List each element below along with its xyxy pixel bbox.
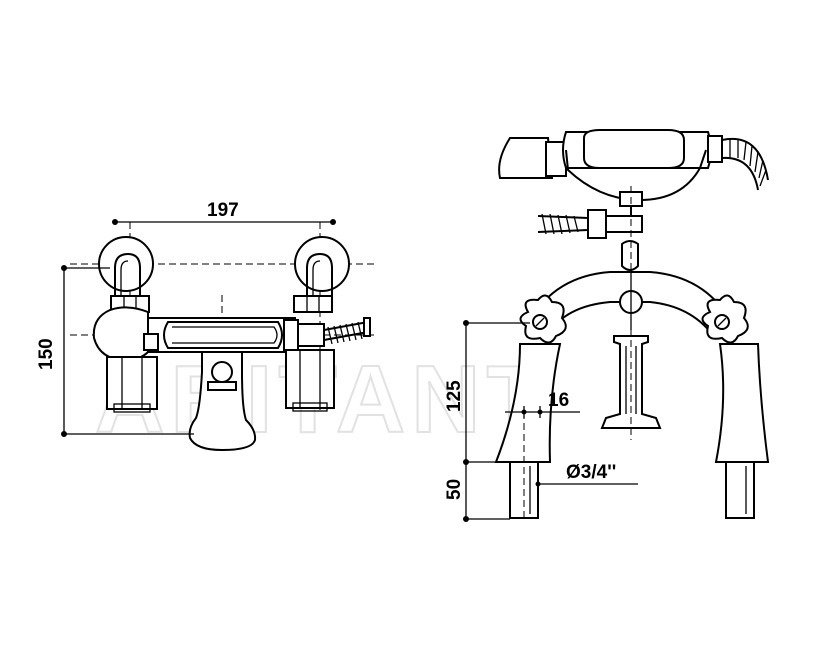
dimension-150-label: 150 [36,338,57,370]
diameter-label: Ø3/4'' [566,462,616,483]
left-valve-handle [519,294,567,344]
diverter-handle [163,321,283,349]
dimension-125-50: 125 50 [444,320,530,522]
dimension-125-label: 125 [444,380,465,412]
left-upper-cap [98,236,154,296]
dimension-197: 197 [112,200,336,225]
right-upper-cap [294,236,350,296]
right-foot-pipe [725,461,755,519]
side-hose [537,209,643,239]
centre-column [600,335,662,429]
diverter-lever [621,240,639,271]
right-valve-handle [701,294,749,344]
right-leg [285,349,335,412]
diameter-callout: Ø3/4'' [535,462,638,487]
front-view: 197 150 [36,200,375,452]
front-hose [323,317,371,345]
dimension-197-label: 197 [207,200,239,221]
right-nut [293,295,333,313]
dimension-16: 16 [505,390,580,418]
dimension-50-label: 50 [444,479,465,500]
outlet-spout [188,351,257,452]
outlet-knob [211,361,233,383]
handshower [498,129,769,202]
dimension-150: 150 [36,265,194,437]
dimension-16-label: 16 [548,390,569,411]
left-leg [106,356,158,413]
left-body [92,306,149,362]
right-support-leg [714,343,770,463]
side-view: 125 50 16 Ø3/4'' [444,129,770,522]
